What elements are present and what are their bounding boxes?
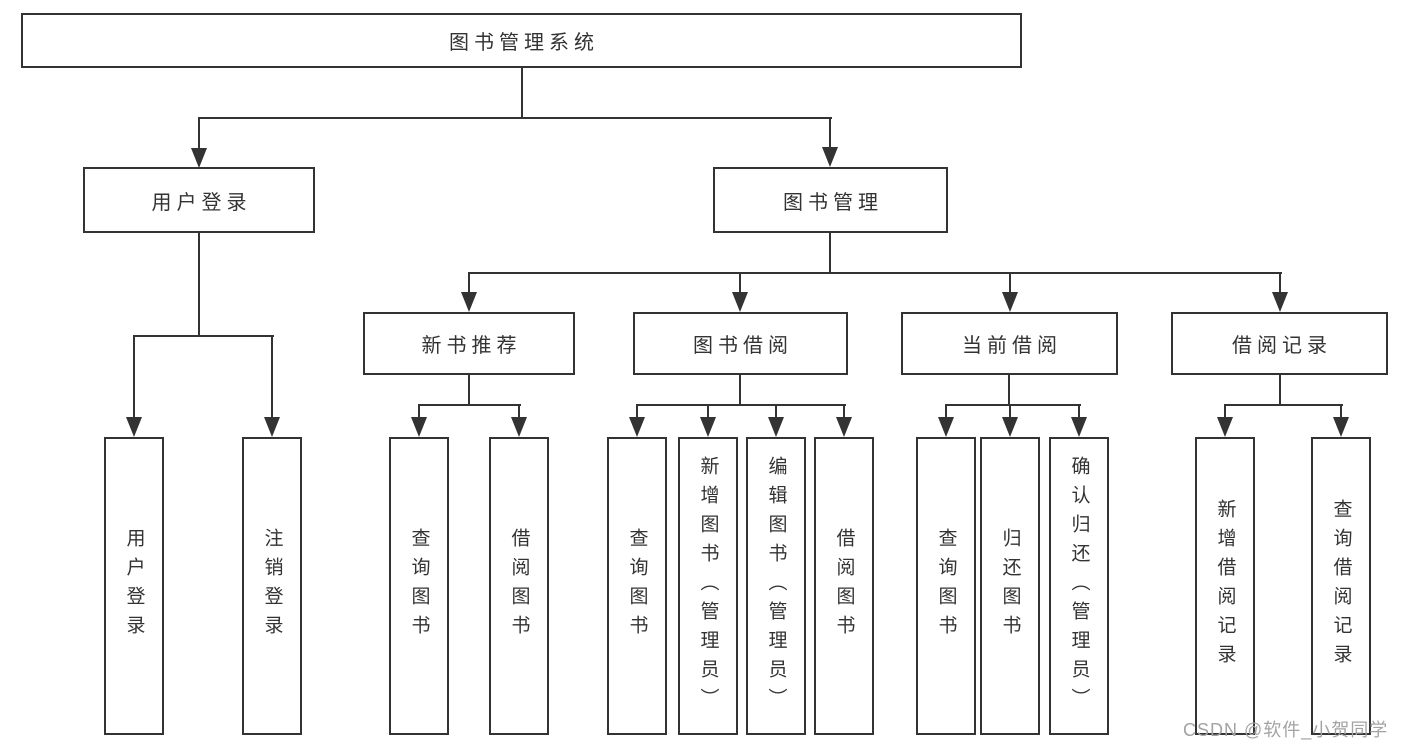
connector-line xyxy=(945,404,1081,406)
node-new-book-recommend: 新书推荐 xyxy=(363,312,575,375)
arrowhead xyxy=(732,292,748,312)
leaf-borrow-books-recommend: 借阅图书 xyxy=(489,437,549,735)
connector-line xyxy=(1009,404,1011,418)
connector-line xyxy=(198,233,200,337)
leaf-query-books-borrow: 查询图书 xyxy=(607,437,667,735)
leaf-add-borrow-record: 新增借阅记录 xyxy=(1195,437,1255,735)
watermark: CSDN @软件_小贺同学 xyxy=(1183,720,1389,740)
connector-line xyxy=(1224,404,1343,406)
connector-line xyxy=(133,335,274,337)
arrowhead xyxy=(700,417,716,437)
arrowhead xyxy=(1002,292,1018,312)
arrowhead xyxy=(1217,417,1233,437)
connector-line xyxy=(775,404,777,418)
arrowhead xyxy=(822,147,838,167)
arrowhead xyxy=(511,417,527,437)
connector-line xyxy=(198,117,832,119)
arrowhead xyxy=(629,417,645,437)
connector-line xyxy=(1340,404,1342,418)
arrowhead xyxy=(768,417,784,437)
arrowhead xyxy=(1071,417,1087,437)
leaf-confirm-return-admin: 确认归还（管理员） xyxy=(1049,437,1109,735)
connector-line xyxy=(739,272,741,293)
connector-line xyxy=(739,375,741,406)
connector-line xyxy=(707,404,709,418)
connector-line xyxy=(1279,375,1281,406)
connector-line xyxy=(1078,404,1080,418)
connector-line xyxy=(636,404,638,418)
leaf-return-book: 归还图书 xyxy=(980,437,1040,735)
leaf-add-book-admin: 新增图书（管理员） xyxy=(678,437,738,735)
node-current-borrow: 当前借阅 xyxy=(901,312,1118,375)
connector-line xyxy=(468,272,470,293)
arrowhead xyxy=(264,417,280,437)
connector-line xyxy=(198,117,200,148)
arrowhead xyxy=(836,417,852,437)
leaf-borrow-books-borrow: 借阅图书 xyxy=(814,437,874,735)
node-book-borrow: 图书借阅 xyxy=(633,312,848,375)
leaf-user-login: 用户登录 xyxy=(104,437,164,735)
node-library-system: 图书管理系统 xyxy=(21,13,1022,68)
connector-line xyxy=(521,68,523,119)
arrowhead xyxy=(411,417,427,437)
node-user-login: 用户登录 xyxy=(83,167,315,233)
connector-line xyxy=(271,335,273,417)
connector-line xyxy=(1008,375,1010,406)
connector-line xyxy=(636,404,846,406)
arrowhead xyxy=(938,417,954,437)
connector-line xyxy=(418,404,420,418)
node-book-management: 图书管理 xyxy=(713,167,948,233)
connector-line xyxy=(829,117,831,148)
arrowhead xyxy=(1272,292,1288,312)
connector-line xyxy=(1279,272,1281,293)
arrowhead xyxy=(191,148,207,168)
connector-line xyxy=(468,272,1282,274)
connector-line xyxy=(133,335,135,417)
arrowhead xyxy=(461,292,477,312)
connector-line xyxy=(518,404,520,418)
arrowhead xyxy=(1002,417,1018,437)
node-borrow-records: 借阅记录 xyxy=(1171,312,1388,375)
leaf-query-books-current: 查询图书 xyxy=(916,437,976,735)
leaf-edit-book-admin: 编辑图书（管理员） xyxy=(746,437,806,735)
arrowhead xyxy=(1333,417,1349,437)
connector-line xyxy=(468,375,470,406)
leaf-query-borrow-record: 查询借阅记录 xyxy=(1311,437,1371,735)
connector-line xyxy=(1224,404,1226,418)
connector-line xyxy=(1009,272,1011,293)
connector-line xyxy=(829,233,831,274)
leaf-logout: 注销登录 xyxy=(242,437,302,735)
connector-line xyxy=(418,404,521,406)
leaf-query-books-recommend: 查询图书 xyxy=(389,437,449,735)
connector-line xyxy=(945,404,947,418)
connector-line xyxy=(843,404,845,418)
arrowhead xyxy=(126,417,142,437)
